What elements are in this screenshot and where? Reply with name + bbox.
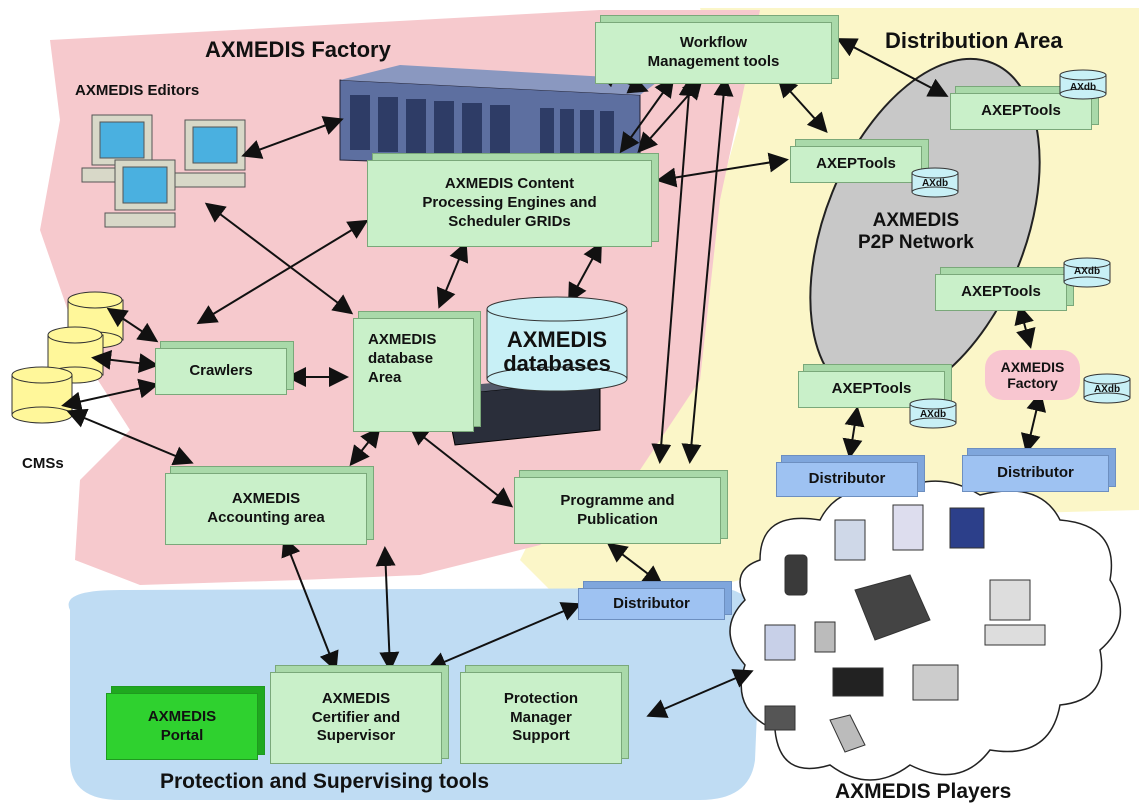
player-devices-image xyxy=(764,504,1046,753)
axdb-cylinder-icon xyxy=(1063,257,1111,288)
distribution-title: Distribution Area xyxy=(885,28,1063,53)
axdb-cylinder-icon xyxy=(1083,373,1131,404)
players-title: AXMEDIS Players xyxy=(835,780,1012,803)
protection-title: Protection and Supervising tools xyxy=(160,770,490,793)
axdb-label: AXdb xyxy=(1073,266,1101,277)
content-processing-engines-box[interactable]: AXMEDIS Content Processing Engines and S… xyxy=(367,160,652,247)
axeptools-box-top[interactable]: AXEPTools xyxy=(950,93,1092,130)
axdb-cylinder-icon xyxy=(911,167,959,198)
distributor-mid[interactable]: Distributor xyxy=(578,588,725,620)
programme-publication-box[interactable]: Programme and Publication xyxy=(514,477,721,544)
axdb-label: AXdb xyxy=(1069,82,1097,93)
server-rack-image xyxy=(339,65,660,171)
editors-label: AXMEDIS Editors xyxy=(75,82,200,99)
small-factory-bubble[interactable]: AXMEDIS Factory xyxy=(985,350,1080,400)
factory-title: AXMEDIS Factory xyxy=(205,37,391,62)
portal-box[interactable]: AXMEDIS Portal xyxy=(106,693,258,760)
axdb-cylinder-icon xyxy=(1059,69,1107,100)
cms-label: CMSs xyxy=(22,455,64,472)
protection-manager-box[interactable]: Protection Manager Support xyxy=(460,672,622,764)
axdb-cylinder-icon xyxy=(909,398,957,429)
p2p-network-label: AXMEDIS P2P Network xyxy=(858,210,974,253)
editor-computers-image xyxy=(81,114,246,228)
axdb-label: AXdb xyxy=(919,409,947,420)
database-area-box[interactable]: AXMEDIS database Area xyxy=(353,318,474,432)
connector-arrows xyxy=(61,38,1047,718)
crawlers-box[interactable]: Crawlers xyxy=(155,348,287,395)
databases-cylinder-icon xyxy=(486,296,628,392)
databases-label: AXMEDIS databases xyxy=(503,327,611,377)
distributor-left[interactable]: Distributor xyxy=(776,462,918,497)
axeptools-box-mid[interactable]: AXEPTools xyxy=(935,274,1067,311)
workflow-management-box[interactable]: Workflow Management tools xyxy=(595,22,832,84)
certifier-supervisor-box[interactable]: AXMEDIS Certifier and Supervisor xyxy=(270,672,442,764)
axdb-label: AXdb xyxy=(921,178,949,189)
axeptools-box-left[interactable]: AXEPTools xyxy=(790,146,922,183)
accounting-area-box[interactable]: AXMEDIS Accounting area xyxy=(165,473,367,545)
axdb-label: AXdb xyxy=(1093,384,1121,395)
distributor-right[interactable]: Distributor xyxy=(962,455,1109,492)
